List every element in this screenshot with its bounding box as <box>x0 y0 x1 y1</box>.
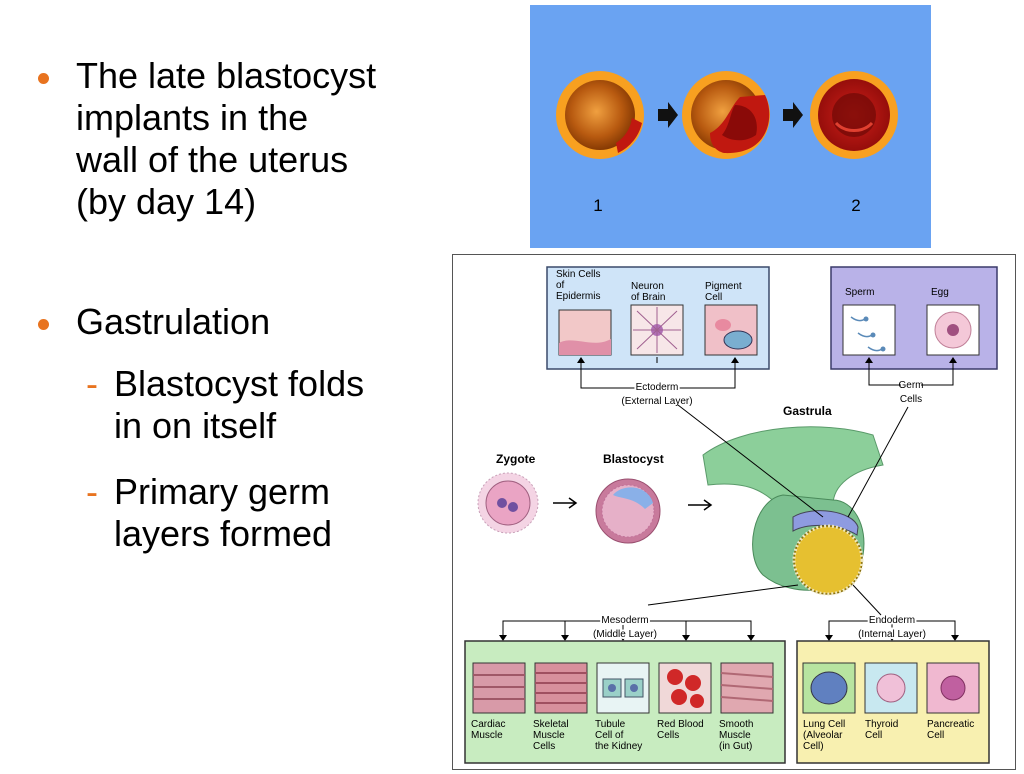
blastocyst-stage-intermediate <box>682 71 770 159</box>
svg-text:(Internal Layer): (Internal Layer) <box>858 629 926 640</box>
bullet-list: The late blastocyst implants in the wall… <box>34 55 434 555</box>
svg-text:Endoderm: Endoderm <box>869 615 915 626</box>
zygote-label: Zygote <box>496 452 536 466</box>
bullet-text: The late blastocyst implants in the wall… <box>76 55 377 222</box>
germ-cell-label-sperm: Sperm <box>845 287 874 298</box>
arrow-icon <box>553 497 578 509</box>
bullet-dot-icon <box>38 319 49 330</box>
sub-bullet-text: Primary germ layers formed <box>114 471 333 554</box>
bullet-gastrulation: Gastrulation <box>34 301 434 343</box>
blastocyst-label: Blastocyst <box>603 452 664 466</box>
sub-bullet-layers: - Primary germ layers formed <box>34 471 434 555</box>
endoderm-sublabel: (Internal Layer) <box>858 629 926 640</box>
blastocyst-stage-1 <box>556 71 644 159</box>
implantation-image: 1 2 <box>530 5 931 248</box>
gastrula-image <box>702 426 884 596</box>
arrow-icon <box>658 102 678 128</box>
blastocyst-image <box>595 478 661 544</box>
red-blood-cells-image <box>658 662 712 714</box>
arrow-icon <box>688 499 713 511</box>
arrow-icon <box>783 102 803 128</box>
bullet-text: Gastrulation <box>76 301 271 342</box>
dash-marker: - <box>86 363 98 404</box>
stage-label-2: 2 <box>851 196 860 215</box>
svg-text:Ectoderm: Ectoderm <box>636 382 679 393</box>
germ-cell-label-egg: Egg <box>931 287 949 298</box>
sub-bullet-text: Blastocyst folds in on itself <box>114 363 365 446</box>
sperm-image <box>842 304 896 356</box>
mesoderm-label: Mesoderm <box>601 615 648 626</box>
germ-sublabel: Cells <box>900 394 922 405</box>
sub-bullet-folds: - Blastocyst folds in on itself <box>34 363 434 447</box>
ectoderm-label: Ectoderm <box>636 382 679 393</box>
endoderm-label: Endoderm <box>869 615 915 626</box>
dash-marker: - <box>86 471 98 512</box>
germ-label: Germ <box>899 380 924 391</box>
skeletal-muscle-image <box>534 662 588 714</box>
bullet-dot-icon <box>38 73 49 84</box>
stage-label-1: 1 <box>593 196 602 215</box>
svg-text:(Middle Layer): (Middle Layer) <box>593 629 657 640</box>
svg-text:Mesoderm: Mesoderm <box>601 615 648 626</box>
zygote-image <box>477 472 539 534</box>
mesoderm-sublabel: (Middle Layer) <box>593 629 657 640</box>
blastocyst-stage-2 <box>810 71 898 159</box>
ectoderm-sublabel: (External Layer) <box>621 396 692 407</box>
gastrula-label: Gastrula <box>783 404 832 418</box>
bullet-implantation: The late blastocyst implants in the wall… <box>34 55 434 223</box>
